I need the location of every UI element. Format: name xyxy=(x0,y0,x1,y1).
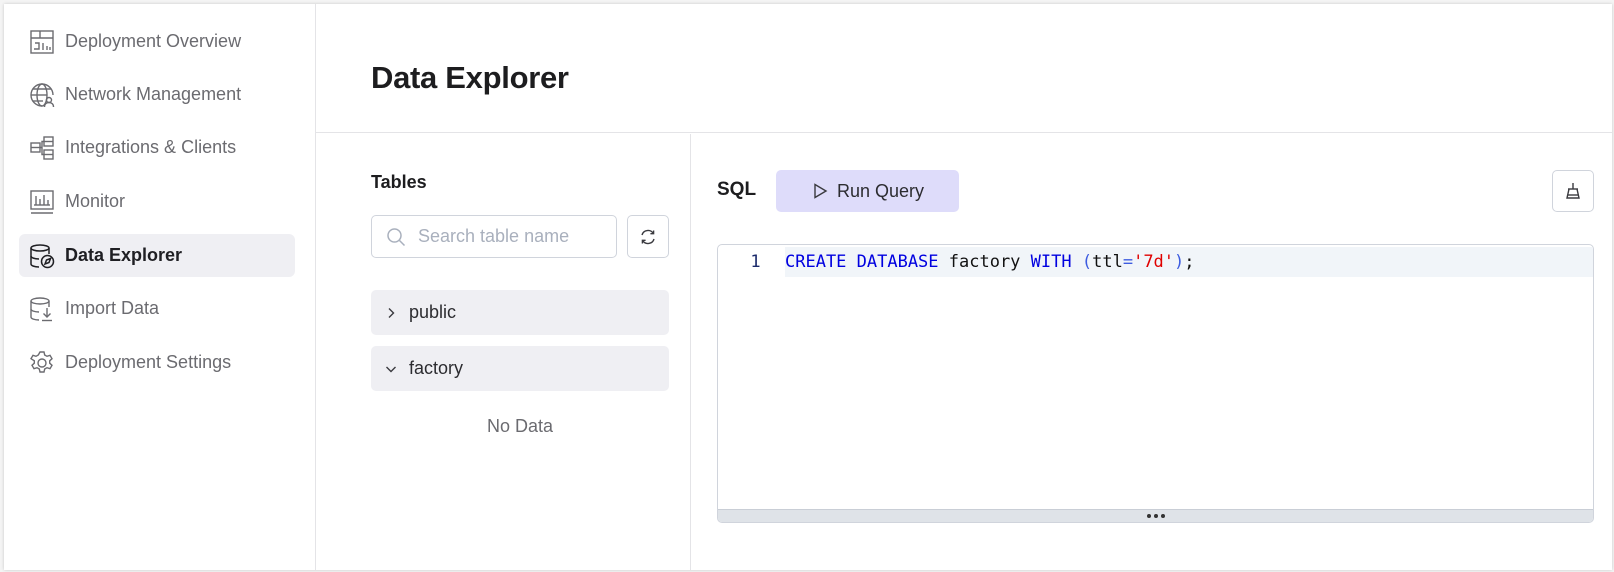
table-search-field[interactable] xyxy=(371,215,617,258)
more-dots-icon xyxy=(1146,514,1165,518)
refresh-tables-button[interactable] xyxy=(627,215,669,258)
page-title: Data Explorer xyxy=(371,60,569,95)
schema-name: public xyxy=(409,302,457,322)
sidebar-item-deployment-overview[interactable]: Deployment Overview xyxy=(19,20,295,63)
sidebar-item-label: Deployment Settings xyxy=(65,352,232,372)
sql-label: SQL xyxy=(717,179,757,200)
sidebar-item-data-explorer[interactable]: Data Explorer xyxy=(19,234,295,277)
app-window: Deployment Overview Network Management I… xyxy=(4,4,1612,570)
sidebar-item-label: Data Explorer xyxy=(65,245,183,265)
code-line: 1 CREATE DATABASE factory WITH (ttl='7d'… xyxy=(718,247,1593,277)
line-number: 1 xyxy=(750,252,761,272)
clear-broom-icon xyxy=(1566,183,1580,199)
editor-resize-handle[interactable] xyxy=(718,509,1593,522)
sidebar-item-deployment-settings[interactable]: Deployment Settings xyxy=(19,341,295,384)
run-query-label: Run Query xyxy=(836,180,925,201)
sidebar-item-label: Monitor xyxy=(65,191,126,211)
sidebar-item-label: Deployment Overview xyxy=(65,31,242,51)
integrations-icon xyxy=(29,135,55,161)
chevron-right-icon xyxy=(388,307,395,318)
refresh-icon xyxy=(641,229,655,244)
chevron-down-icon xyxy=(386,366,396,372)
sql-keyword: WITH xyxy=(1030,252,1072,272)
empty-state-text: No Data xyxy=(486,416,554,436)
sql-paren: ) xyxy=(1174,252,1185,272)
sql-identifier: factory xyxy=(938,252,1031,272)
sql-space xyxy=(1072,252,1082,272)
sidebar-item-network-management[interactable]: Network Management xyxy=(19,73,295,116)
database-import-icon xyxy=(29,296,55,322)
search-icon xyxy=(387,227,406,246)
schema-row-factory[interactable]: factory xyxy=(371,346,669,391)
sidebar-item-label: Network Management xyxy=(65,84,242,104)
sql-string: '7d' xyxy=(1133,252,1175,272)
code-text: CREATE DATABASE factory WITH (ttl='7d'); xyxy=(785,247,1593,277)
sql-panel: SQL Run Query 1 CREATE DATABASE factory … xyxy=(692,134,1612,570)
sidebar-item-import-data[interactable]: Import Data xyxy=(19,287,295,330)
globe-user-icon xyxy=(29,82,55,108)
tables-panel: Tables public factory No Data xyxy=(316,134,691,570)
tables-heading: Tables xyxy=(371,172,427,192)
sidebar-item-monitor[interactable]: Monitor xyxy=(19,180,295,223)
gear-icon xyxy=(29,350,55,376)
schema-row-public[interactable]: public xyxy=(371,290,669,335)
sidebar-item-label: Import Data xyxy=(65,298,160,318)
sql-keyword: CREATE DATABASE xyxy=(785,252,939,272)
sql-paren: ( xyxy=(1081,252,1093,272)
sql-editor[interactable]: 1 CREATE DATABASE factory WITH (ttl='7d'… xyxy=(717,244,1594,523)
sql-identifier: ttl xyxy=(1092,252,1123,272)
dashboard-icon xyxy=(29,29,55,55)
sidebar-item-integrations-clients[interactable]: Integrations & Clients xyxy=(19,126,295,169)
schema-name: factory xyxy=(409,358,464,378)
play-icon xyxy=(814,183,828,199)
table-search-input[interactable] xyxy=(418,226,608,247)
monitor-chart-icon xyxy=(29,189,55,215)
database-explore-icon xyxy=(29,243,55,269)
sidebar-item-label: Integrations & Clients xyxy=(65,137,237,157)
sql-semicolon: ; xyxy=(1184,252,1195,272)
run-query-button[interactable]: Run Query xyxy=(776,170,959,212)
page-header: Data Explorer xyxy=(316,4,1612,133)
sidebar: Deployment Overview Network Management I… xyxy=(4,4,316,570)
clear-editor-button[interactable] xyxy=(1552,170,1594,212)
sql-operator: = xyxy=(1122,252,1134,272)
